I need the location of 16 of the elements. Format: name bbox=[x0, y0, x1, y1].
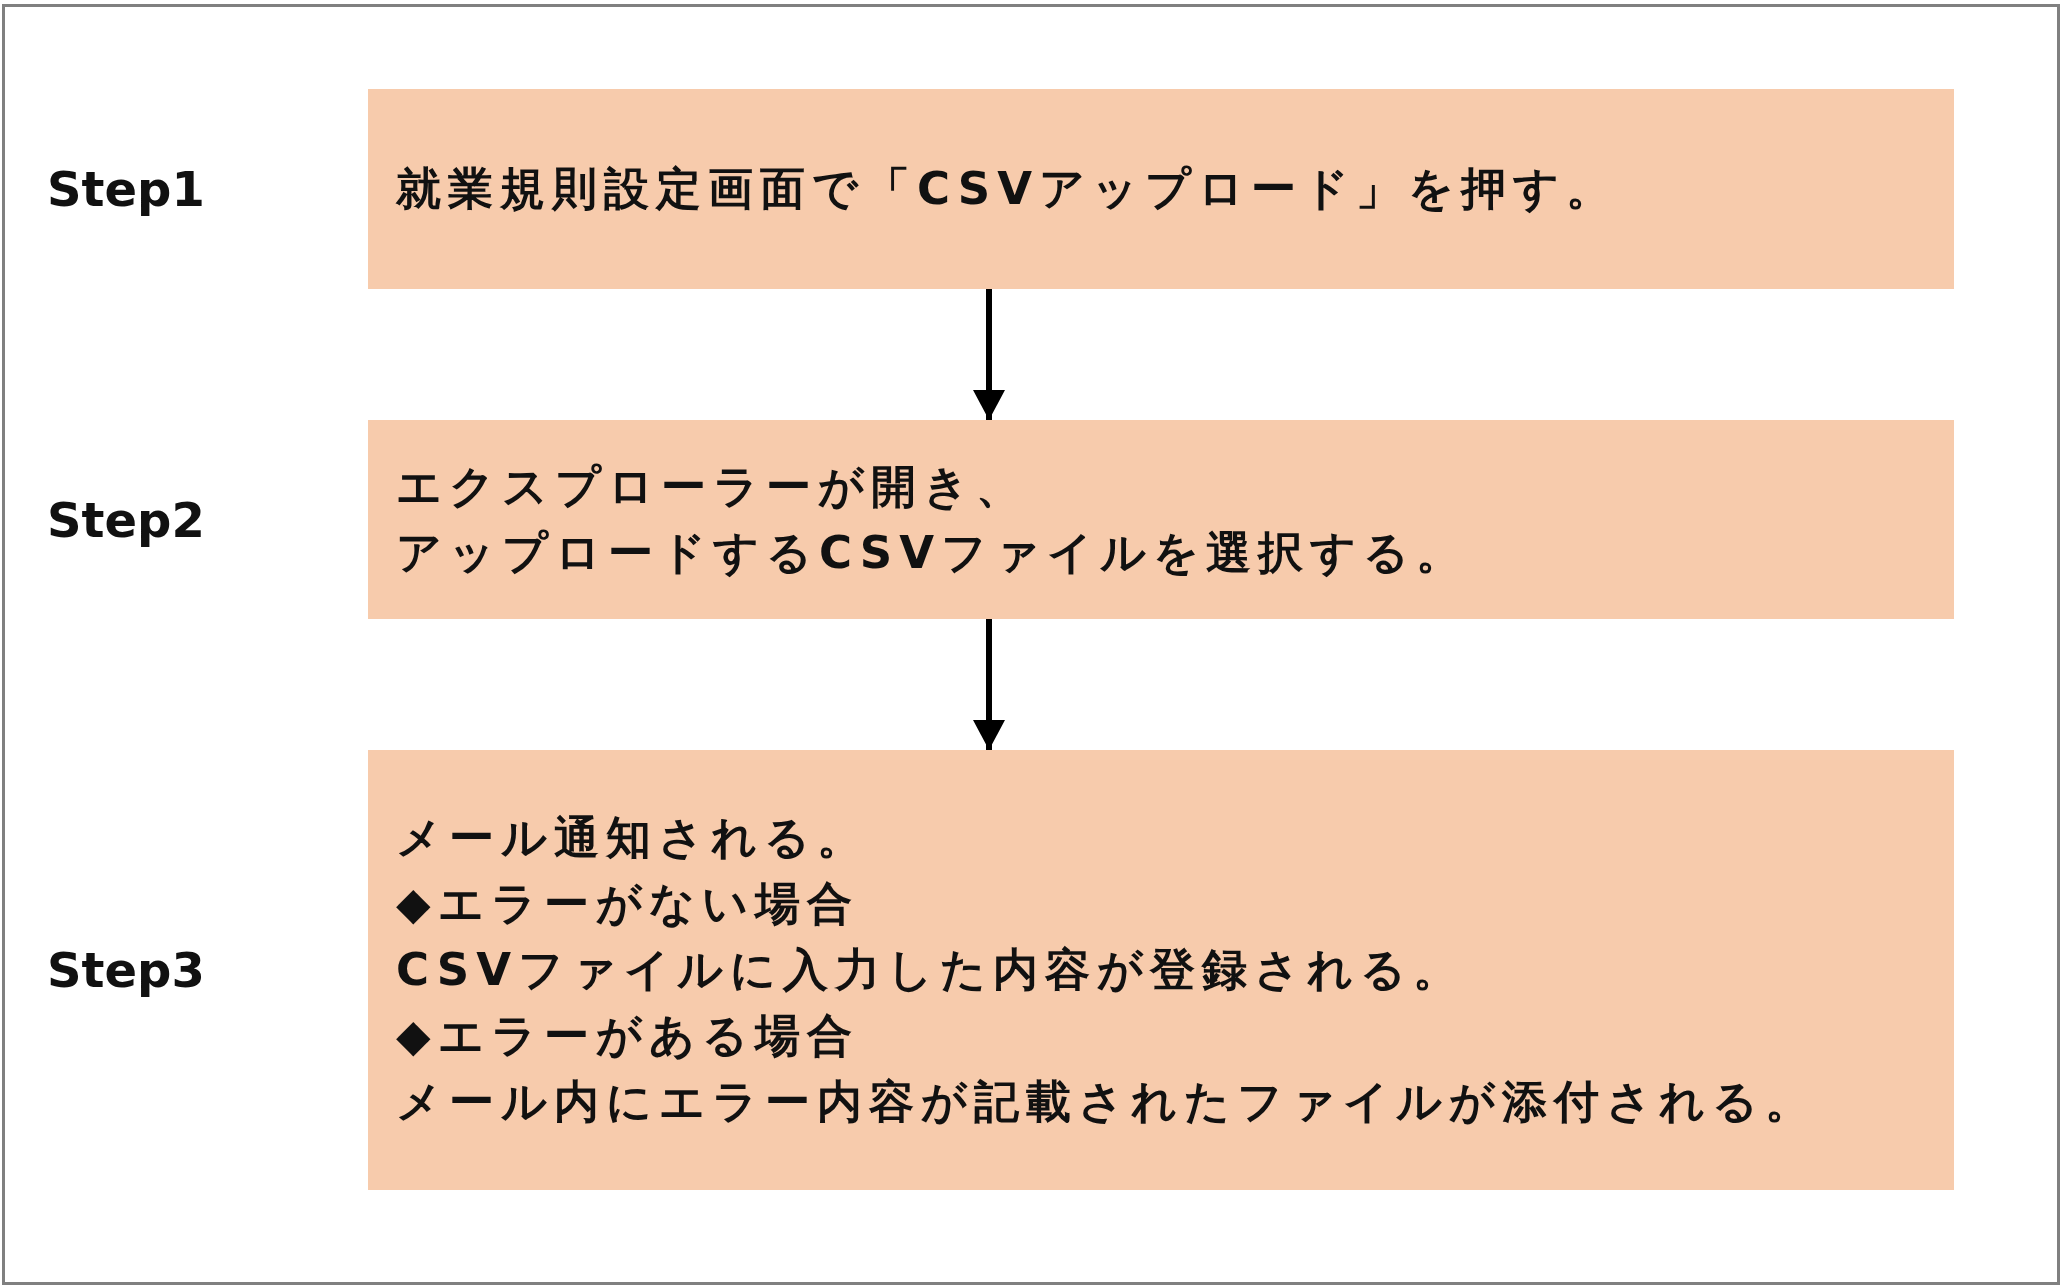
arrow bbox=[973, 289, 1005, 420]
step-label: Step2 bbox=[47, 490, 205, 550]
step-text: アップロードするCSVファイルを選択する。 bbox=[396, 524, 1470, 581]
step-text: ◆エラーがある場合 bbox=[396, 1008, 860, 1064]
process-box bbox=[368, 420, 1954, 619]
step-text: ◆エラーがない場合 bbox=[396, 876, 860, 932]
step-text: 就業規則設定画面で「CSVアップロード」を押す。 bbox=[396, 161, 1620, 217]
arrow bbox=[973, 619, 1005, 750]
step-label: Step3 bbox=[47, 941, 205, 1000]
step-text: メール通知される。 bbox=[396, 810, 870, 866]
step-label: Step1 bbox=[47, 160, 205, 219]
step-text: エクスプローラーが開き、 bbox=[396, 458, 1029, 515]
step-text: CSVファイルに入力した内容が登録される。 bbox=[396, 942, 1467, 998]
step-text: メール内にエラー内容が記載されたファイルが添付される。 bbox=[396, 1074, 1818, 1130]
process-box bbox=[368, 750, 1954, 1190]
process-box bbox=[368, 89, 1954, 289]
